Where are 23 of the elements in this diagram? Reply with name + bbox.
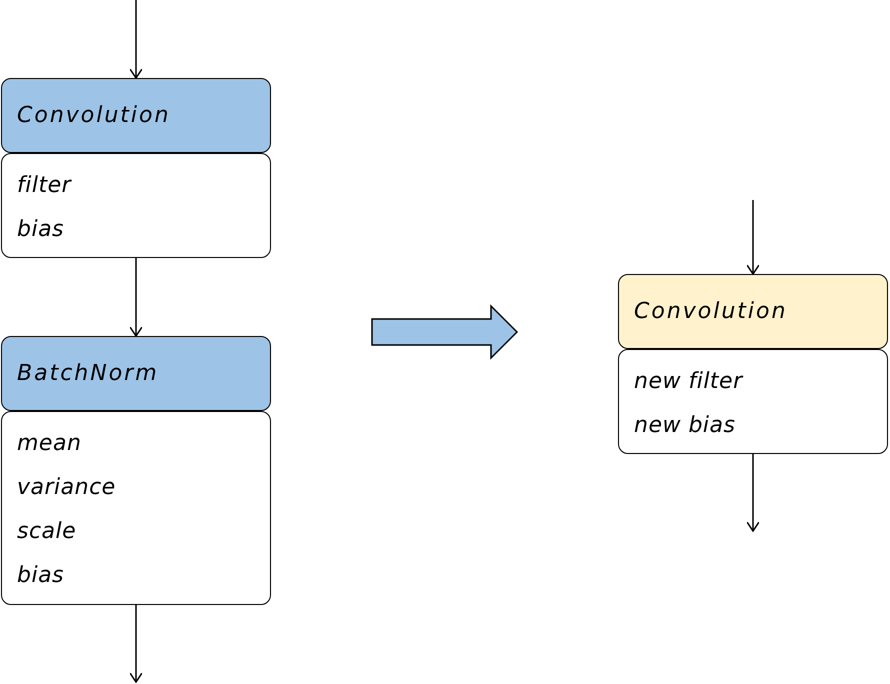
parameter-name: mean (17, 430, 82, 458)
arrow (129, 0, 143, 79)
parameter-name: new filter (634, 368, 744, 396)
parameter-box (618, 349, 888, 454)
parameter-name: scale (17, 518, 78, 546)
arrow (746, 454, 760, 532)
parameter-box (1, 153, 271, 258)
parameter-box (1, 411, 271, 605)
parameter-name: bias (17, 562, 66, 590)
parameter-name: bias (17, 216, 66, 244)
layer-name: Convolution (634, 298, 788, 326)
arrow (129, 605, 143, 683)
layer-header-box (1, 336, 271, 411)
layer-header-box (1, 78, 271, 153)
layer-name: BatchNorm (17, 360, 160, 388)
arrow (129, 258, 143, 337)
block-arrow (371, 304, 518, 360)
parameter-name: filter (17, 172, 73, 200)
parameter-name: new bias (634, 412, 736, 440)
arrow (746, 200, 760, 275)
layer-header-box (618, 274, 888, 349)
layer-name: Convolution (17, 102, 172, 130)
parameter-name: variance (17, 474, 117, 502)
